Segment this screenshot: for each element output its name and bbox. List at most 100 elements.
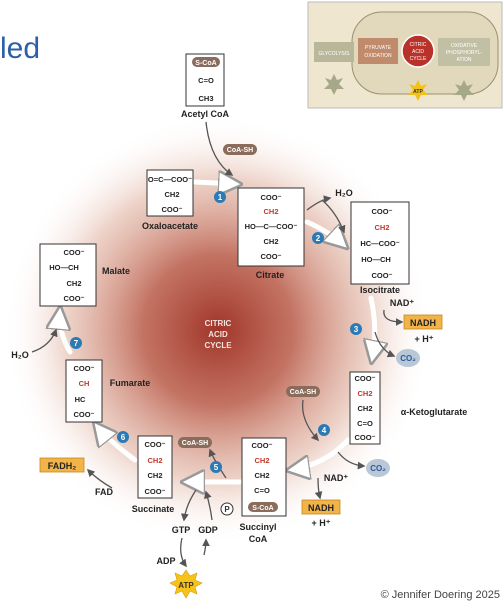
adp-label: ADP [156,556,175,566]
akg-label: α-Ketoglutarate [401,407,468,417]
arrow-co2-4 [337,451,366,470]
succinyl-coa-label-1: Succinyl [239,522,276,532]
step-4: 4 [318,424,330,436]
molecule-succinyl-coa: COO⁻ CH2 CH2 C=O S-CoA Succinyl CoA [239,437,287,544]
arrow-h2o-left [31,328,58,353]
arrow-to-gtp [180,489,197,522]
inset-citric-1: CITRIC [410,42,427,48]
arrow-fadh2 [86,468,113,489]
svg-text:5: 5 [214,463,219,472]
ring-arc-6 [96,425,138,463]
isocitrate-line-5: COO⁻ [371,271,392,280]
molecule-citrate: COO⁻ CH2 HO—C—COO⁻ CH2 COO⁻ Citrate [237,187,305,280]
arrow-gtp-atp [179,537,187,568]
gdp-label: GDP [198,525,218,535]
fumarate-label: Fumarate [110,378,151,388]
ring-arc-3 [371,295,375,360]
succinate-label: Succinate [132,504,175,514]
molecule-malate: COO⁻ HO—CH CH2 COO⁻ Malate [39,243,130,307]
h-plus-3: + H⁺ [414,334,433,344]
acetyl-coa-label: Acetyl CoA [181,109,230,119]
malate-box [39,243,97,307]
citrate-line-1: COO⁻ [260,193,281,202]
akg-line-3: CH2 [357,404,372,413]
svg-text:FADH₂: FADH₂ [48,461,77,471]
molecule-succinate: COO⁻ CH2 CH2 COO⁻ Succinate [132,435,175,514]
inset-atp-star-icon [408,80,428,101]
isocitrate-line-2: CH2 [374,223,389,232]
ring-arc-7 [60,310,70,355]
co2-bubble-3: CO₂ [396,349,420,367]
succinyl-line-4: C=O [254,486,270,495]
inset-atp: ATP [413,89,423,95]
akg-line-5: COO⁻ [354,433,375,442]
fumarate-box [65,359,103,423]
malate-line-3: CH2 [66,279,81,288]
fumarate-line-2: CH [79,379,90,388]
arrow-from-gdp [204,490,213,521]
isocitrate-box [350,201,410,285]
fadh2-box: FADH₂ [39,457,85,473]
center-line-2: ACID [208,330,228,339]
citrate-line-4: CH2 [263,237,278,246]
pill-coa-sh-top: CoA-SH [223,144,257,155]
ring-arc-4 [290,437,351,470]
isocitrate-line-1: COO⁻ [371,207,392,216]
arrow-nadh-4 [314,477,323,500]
molecule-oxaloacetate: O=C—COO⁻ CH2 COO⁻ Oxaloacetate [142,169,198,231]
heading-fragment: led [0,32,40,65]
step-7: 7 [70,337,82,349]
svg-text:7: 7 [74,339,79,348]
inset-glycolysis: GLYCOLYSIS [319,51,351,57]
isocitrate-line-3: HC—COO⁻ [360,239,399,248]
atp-star-icon: ATP [169,569,203,599]
arrow-acetyl-in [205,121,234,176]
succinyl-line-1: COO⁻ [251,441,272,450]
inset-oxphos-3: ATION [457,57,472,63]
akg-box [349,371,381,445]
succinyl-line-2: CH2 [254,456,269,465]
step-1: 1 [214,191,226,203]
nad-plus-4: NAD⁺ [324,473,348,483]
fumarate-line-4: COO⁻ [73,410,94,419]
akg-line-2: CH2 [357,389,372,398]
svg-text:CoA-SH: CoA-SH [182,440,208,447]
oxalo-line-3: COO⁻ [161,205,182,214]
h2o-left: H₂O [11,350,29,360]
inset-glycolysis-box [314,42,354,62]
step-2: 2 [312,232,324,244]
akg-line-4: C=O [357,419,373,428]
svg-text:NADH: NADH [410,318,436,328]
succinyl-coa-label-2: CoA [249,534,268,544]
isocitrate-label: Isocitrate [360,285,400,295]
inset-oxphos-1: OXIDATIVE [451,43,478,49]
succinyl-line-3: CH2 [254,471,269,480]
inset-citric-2: ACID [412,49,424,55]
svg-text:1: 1 [218,193,223,202]
succinyl-scoa-pill [248,502,278,512]
copyright: © Jennifer Doering 2025 [381,589,500,601]
step-5: 5 [210,461,222,473]
inset-pyruvate-1: PYRUVATE [365,45,392,51]
fumarate-line-1: COO⁻ [73,364,94,373]
svg-text:P: P [224,505,230,514]
molecule-isocitrate: COO⁻ CH2 HC—COO⁻ HO—CH COO⁻ Isocitrate [350,201,410,295]
svg-text:CO₂: CO₂ [400,354,416,363]
malate-label: Malate [102,266,130,276]
citrate-line-3: HO—C—COO⁻ [245,222,298,231]
akg-line-1: COO⁻ [354,374,375,383]
svg-text:2: 2 [316,234,321,243]
svg-text:6: 6 [121,433,126,442]
nadh-box-3: NADH [403,314,443,330]
succinate-box [137,435,173,499]
oxaloacetate-box [146,169,194,217]
oxaloacetate-label: Oxaloacetate [142,221,198,231]
nad-plus-3: NAD⁺ [390,298,414,308]
inset-citric-circle [401,34,435,68]
ring-arc-2 [304,219,345,246]
arrow-to-gdp [202,538,210,556]
inset-pyruvate-box [358,38,398,64]
citrate-line-5: COO⁻ [260,252,281,261]
arrow-co2-3 [374,331,396,358]
